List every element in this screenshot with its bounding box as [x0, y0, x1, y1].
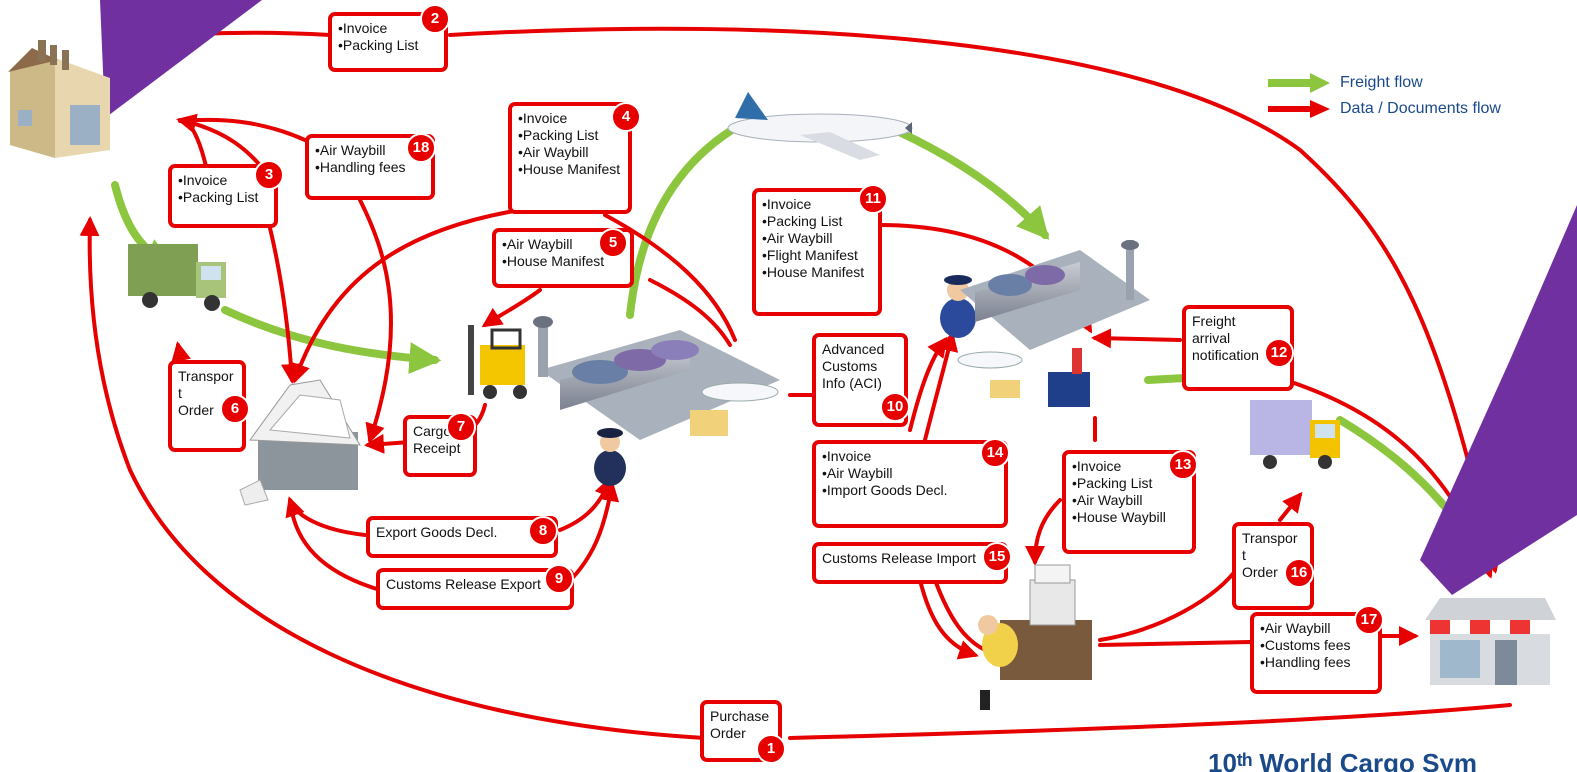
doc-16-line-2: t [1242, 547, 1246, 563]
doc-6-line-3: Order [178, 402, 214, 418]
doc-16-line-3: Order [1242, 564, 1278, 580]
legend-freight-label: Freight flow [1340, 74, 1423, 91]
doc-11-line-4: •Flight Manifest [762, 247, 858, 263]
step-badge-15: 15 [982, 542, 1012, 572]
doc-14-line-1: •Invoice [822, 448, 872, 464]
truck-purple-icon [1250, 400, 1340, 469]
doc-3-line-2: •Packing List [178, 189, 259, 205]
purple-pointer-top-left [100, 0, 262, 118]
doc-2-line-2: •Packing List [338, 37, 419, 53]
doc-4-line-2: •Packing List [518, 127, 599, 143]
legend-data-arrow-icon [1268, 100, 1330, 118]
doc-10-line-3: Info (ACI) [822, 375, 882, 391]
doc-18-line-1: •Air Waybill [315, 142, 386, 158]
step-badge-17: 17 [1354, 605, 1384, 635]
doc-4-line-3: •Air Waybill [518, 144, 589, 160]
doc-11-line-3: •Air Waybill [762, 230, 833, 246]
doc-8-line-1: Export Goods Decl. [376, 524, 498, 540]
step-badge-8: 8 [528, 516, 558, 546]
doc-2-line-1: •Invoice [338, 20, 388, 36]
step-badge-6: 6 [220, 394, 250, 424]
purple-pointer-bottom-right [1420, 205, 1577, 595]
doc-12-line-2: arrival [1192, 330, 1231, 346]
doc-17-line-3: •Handling fees [1260, 654, 1351, 670]
doc-7-line-2: Receipt [413, 440, 461, 456]
doc-1-line-1: Purchase [710, 708, 770, 724]
legend-freight-arrow-icon [1268, 73, 1330, 93]
legend-data-label: Data / Documents flow [1340, 100, 1501, 117]
step-badge-4: 4 [611, 102, 641, 132]
doc-4-line-4: •House Manifest [518, 161, 621, 177]
factory-icon [8, 40, 110, 158]
doc-13-line-2: •Packing List [1072, 475, 1153, 491]
step-badge-16: 16 [1284, 558, 1314, 588]
doc-6-line-1: Transpor [178, 368, 234, 384]
legend: Freight flow Data / Documents flow [1268, 70, 1501, 122]
airport-terminal-left-icon [533, 316, 780, 440]
customs-officer-right-icon [940, 275, 976, 338]
doc-box-15: Customs Release Import [812, 542, 1008, 584]
step-badge-14: 14 [980, 438, 1010, 468]
office-worker-icon [978, 564, 1092, 710]
doc-14-line-2: •Air Waybill [822, 465, 893, 481]
doc-box-14: •Invoice •Air Waybill •Import Goods Decl… [812, 440, 1008, 528]
freight-flow-lines [111, 121, 1484, 561]
doc-box-8: Export Goods Decl. [366, 516, 558, 558]
doc-17-line-2: •Customs fees [1260, 637, 1351, 653]
truck-green-icon [128, 244, 226, 311]
doc-16-line-1: Transpor [1242, 530, 1298, 546]
doc-12-line-1: Freight [1192, 313, 1236, 329]
step-badge-13: 13 [1168, 450, 1198, 480]
doc-1-line-2: Order [710, 725, 746, 741]
doc-14-line-3: •Import Goods Decl. [822, 482, 948, 498]
step-badge-10: 10 [880, 392, 910, 422]
legend-freight-row: Freight flow [1268, 70, 1501, 96]
customs-officer-left-icon [594, 428, 626, 486]
step-badge-1: 1 [756, 734, 786, 764]
step-badge-9: 9 [544, 564, 574, 594]
doc-4-line-1: •Invoice [518, 110, 568, 126]
paper-pile-icon [239, 379, 361, 506]
doc-11-line-5: •House Manifest [762, 264, 865, 280]
doc-box-9: Customs Release Export [376, 568, 574, 610]
airplane-icon [727, 92, 913, 160]
doc-15-line-1: Customs Release Import [822, 550, 977, 566]
doc-box-18: •Air Waybill •Handling fees [305, 134, 435, 200]
doc-11-line-1: •Invoice [762, 196, 812, 212]
doc-7-line-1: Cargo [413, 423, 452, 439]
shop-icon [1425, 598, 1556, 685]
step-badge-3: 3 [254, 160, 284, 190]
doc-6-line-2: t [178, 385, 182, 401]
step-badge-12: 12 [1264, 338, 1294, 368]
doc-box-1: Purchase Order [700, 700, 782, 762]
doc-box-17: •Air Waybill •Customs fees •Handling fee… [1250, 612, 1382, 694]
doc-9-line-1: Customs Release Export [386, 576, 541, 592]
step-badge-7: 7 [446, 412, 476, 442]
airport-terminal-right-icon [957, 240, 1150, 407]
step-badge-11: 11 [858, 184, 888, 214]
doc-13-line-4: •House Waybill [1072, 509, 1166, 525]
step-badge-18: 18 [406, 133, 436, 163]
step-badge-5: 5 [598, 228, 628, 258]
legend-data-row: Data / Documents flow [1268, 96, 1501, 122]
doc-10-line-1: Advanced [822, 341, 885, 357]
footer-symposium-title: 10ᵗʰ World Cargo Sym [1208, 748, 1478, 772]
doc-5-line-2: •House Manifest [502, 253, 605, 269]
doc-3-line-1: •Invoice [178, 172, 228, 188]
doc-box-6: Transpor t Order [168, 360, 246, 452]
doc-17-line-1: •Air Waybill [1260, 620, 1331, 636]
doc-13-line-3: •Air Waybill [1072, 492, 1143, 508]
doc-11-line-2: •Packing List [762, 213, 843, 229]
doc-12-line-3: notification [1192, 347, 1259, 363]
doc-box-11: •Invoice •Packing List •Air Waybill •Fli… [752, 188, 882, 316]
doc-18-line-2: •Handling fees [315, 159, 406, 175]
doc-10-line-2: Customs [822, 358, 878, 374]
doc-5-line-1: •Air Waybill [502, 236, 573, 252]
step-badge-2: 2 [420, 4, 450, 34]
doc-13-line-1: •Invoice [1072, 458, 1122, 474]
forklift-icon [468, 325, 527, 399]
